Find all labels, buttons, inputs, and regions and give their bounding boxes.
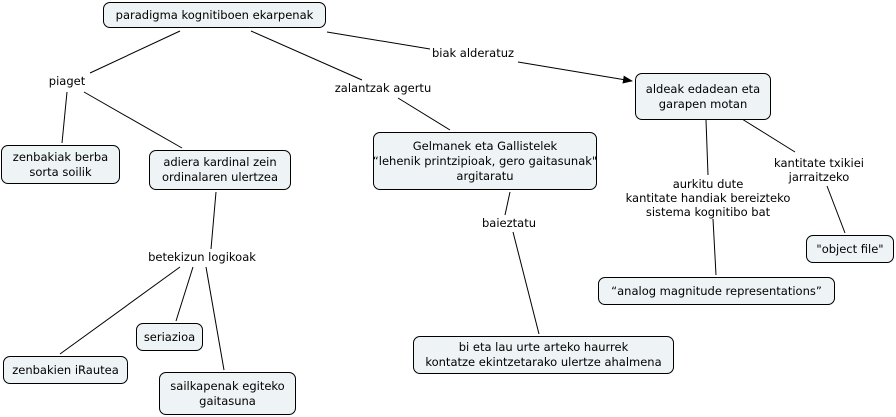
- line-aldeak-aurkitu: [705, 119, 709, 176]
- concept-object-file[interactable]: "object file": [806, 235, 894, 263]
- line-gelmanek-baieztatu: [504, 191, 511, 216]
- concept-root[interactable]: paradigma kognitiboen ekarpenak: [103, 2, 326, 28]
- link-label-biak: biak alderatuz: [430, 46, 516, 60]
- concept-gelmanek[interactable]: Gelmanek eta Gallistelek “lehenik printz…: [373, 132, 597, 190]
- concept-text: paradigma kognitiboen ekarpenak: [115, 7, 314, 22]
- link-label-zalantzak: zalantzak agertu: [333, 81, 433, 95]
- link-text: piaget: [48, 74, 86, 88]
- line-kantitate-object: [826, 185, 846, 234]
- concept-zenbakien[interactable]: zenbakien iRautea: [3, 356, 128, 384]
- line-root-zalantzak: [250, 30, 363, 81]
- concept-text: garapen motan: [658, 96, 748, 111]
- link-text: kantitate txikiei: [774, 156, 864, 170]
- link-text: betekizun logikoak: [148, 250, 256, 264]
- link-text: kantitate handiak bereizteko: [625, 191, 791, 205]
- line-root-piaget: [89, 30, 181, 74]
- concept-zenbakiak[interactable]: zenbakiak berba sorta soilik: [1, 145, 120, 184]
- concept-aldeak[interactable]: aldeak edadean eta garapen motan: [635, 73, 771, 120]
- line-betekizun-zenbakien: [59, 266, 181, 355]
- link-label-betekizun: betekizun logikoak: [147, 250, 257, 264]
- link-text: sistema kognitibo bat: [645, 205, 771, 219]
- concept-text: kontatze ekintzetarako ulertze ahalmena: [425, 355, 662, 369]
- concept-text: bi eta lau urte arteko haurrek: [458, 340, 629, 354]
- concept-bi-eta-lau[interactable]: bi eta lau urte arteko haurrek kontatze …: [413, 336, 674, 374]
- line-betekizun-seriazioa: [175, 266, 194, 322]
- line-betekizun-sailkapenak: [205, 266, 225, 371]
- concept-analog[interactable]: “analog magnitude representations”: [598, 277, 835, 305]
- line-piaget-zenbakiak: [61, 91, 68, 144]
- concept-text: "object file": [816, 241, 884, 256]
- link-label-kantitate: kantitate txikiei jarraitzeko: [773, 156, 865, 184]
- concept-sailkapenak[interactable]: sailkapenak egiteko gaitasuna: [159, 372, 296, 415]
- link-text: zalantzak agertu: [334, 81, 432, 95]
- concept-text: gaitasuna: [199, 393, 256, 408]
- concept-text: Gelmanek eta Gallistelek: [412, 138, 558, 153]
- line-baieztatu-bi: [512, 231, 540, 335]
- concept-text: adiera kardinal zein: [163, 155, 277, 169]
- concept-text: seriazioa: [143, 329, 196, 344]
- concept-text: zenbakiak berba: [12, 149, 109, 164]
- concept-text: sailkapenak egiteko: [170, 378, 285, 393]
- line-zalantzak-gelmanek: [397, 97, 451, 131]
- concept-text: aldeak edadean eta: [645, 81, 761, 96]
- concept-adiera[interactable]: adiera kardinal zein ordinalaren ulertze…: [149, 150, 291, 190]
- link-label-baieztatu: baieztatu: [480, 216, 538, 230]
- line-adiera-betekizun: [210, 191, 217, 250]
- line-root-biak: [326, 31, 431, 50]
- concept-text: ordinalaren ulertzea: [161, 170, 279, 184]
- line-piaget-adiera: [83, 91, 183, 149]
- link-text: biak alderatuz: [431, 46, 515, 60]
- concept-text: “lehenik printzipioak, gero gaitasunak": [372, 153, 598, 168]
- link-text: aurkitu dute: [672, 177, 744, 191]
- link-text: jarraitzeko: [788, 170, 850, 184]
- link-label-piaget: piaget: [47, 74, 87, 88]
- line-aldeak-kantitate: [741, 118, 796, 153]
- line-aurkitu-analog: [712, 218, 717, 276]
- link-text: baieztatu: [481, 216, 537, 230]
- concept-text: sorta soilik: [29, 164, 92, 179]
- link-label-aurkitu: aurkitu dute kantitate handiak bereiztek…: [624, 177, 792, 219]
- concept-text: “analog magnitude representations”: [611, 283, 822, 298]
- concept-text: zenbakien iRautea: [12, 362, 119, 377]
- concept-seriazioa[interactable]: seriazioa: [136, 323, 203, 351]
- line-biak-aldeak-arrow: [517, 61, 633, 84]
- concept-text: argitaratu: [456, 168, 514, 183]
